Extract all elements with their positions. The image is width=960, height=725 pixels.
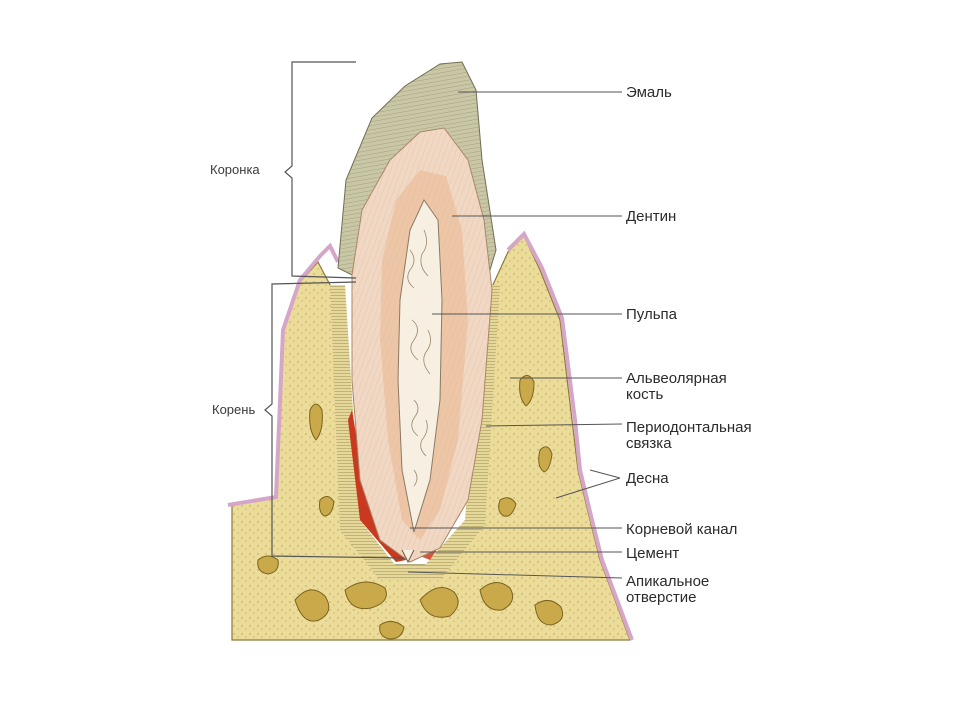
gum-edge xyxy=(227,242,340,507)
apical-foramen xyxy=(401,549,415,564)
label-apical-1: Апикальное xyxy=(626,573,710,590)
label-periodontal-2: связка xyxy=(626,435,672,452)
label-apical-2: отверстие xyxy=(626,589,697,606)
label-pulp: Пульпа xyxy=(626,306,677,323)
crown-bracket xyxy=(284,61,357,279)
label-alveolar-bone-2: кость xyxy=(626,386,664,403)
label-alveolar-bone-1: Альвеолярная xyxy=(626,370,727,387)
leader-lines xyxy=(407,91,623,579)
label-dentin: Дентин xyxy=(626,208,677,225)
label-enamel: Эмаль xyxy=(626,84,672,101)
bone-marrow-spaces xyxy=(257,375,564,640)
label-root: Корень xyxy=(212,402,256,417)
label-periodontal-1: Периодонтальная xyxy=(626,419,752,436)
root-bracket xyxy=(264,281,405,559)
label-root-canal: Корневой канал xyxy=(626,521,738,538)
label-crown: Коронка xyxy=(210,162,260,177)
label-cement: Цемент xyxy=(626,545,680,562)
label-gum: Десна xyxy=(626,470,669,487)
